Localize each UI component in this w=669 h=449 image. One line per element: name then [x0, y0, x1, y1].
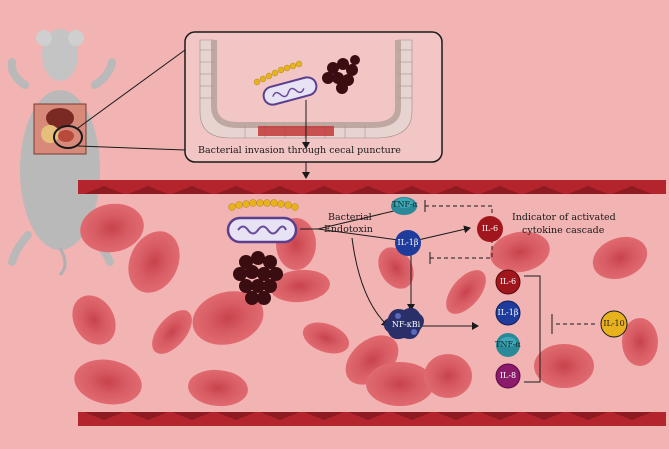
zoom-line-top — [77, 49, 186, 129]
tnf-col-label: TNF-α — [495, 340, 521, 349]
nfkb-label: NF-κBi — [391, 320, 421, 329]
tnf-top-shape — [391, 197, 417, 215]
il1b-top-node — [395, 230, 421, 256]
endotoxin-label: Endotoxin — [324, 224, 373, 235]
bacterial-label: Bacterial — [328, 212, 372, 223]
il6-col-label: IL-6 — [499, 277, 517, 286]
nfkb-shape — [384, 307, 424, 340]
pathway-connectors — [300, 200, 598, 383]
il6-top-label: IL-6 — [481, 224, 499, 233]
il10-node — [600, 310, 628, 338]
il8-col-label: IL-8 — [499, 371, 517, 380]
indicator-label-line2: cytokine cascade — [522, 225, 605, 236]
zoom-line-bottom — [77, 145, 186, 151]
vessel-wall-bottom — [78, 412, 666, 426]
il6-top-node — [477, 216, 503, 242]
vessel-wall-top — [78, 180, 666, 194]
indicator-label-line1: Indicator of activated — [512, 212, 616, 223]
bacteria-in-vessel — [226, 199, 299, 305]
il1b-col-node — [495, 300, 521, 326]
tnf-col-shape — [496, 333, 520, 357]
intestine-inset — [184, 31, 443, 163]
il1b-top-label: IL-1β — [397, 238, 419, 247]
tnf-top-label: TNF-α — [392, 200, 418, 209]
inset-caption: Bacterial invasion through cecal punctur… — [198, 145, 401, 156]
red-blood-cells — [72, 203, 658, 407]
il10-label: IL-10 — [603, 319, 625, 328]
il1b-col-label: IL-1β — [497, 308, 519, 317]
il8-col-node — [495, 363, 521, 389]
il6-col-node — [495, 269, 521, 295]
